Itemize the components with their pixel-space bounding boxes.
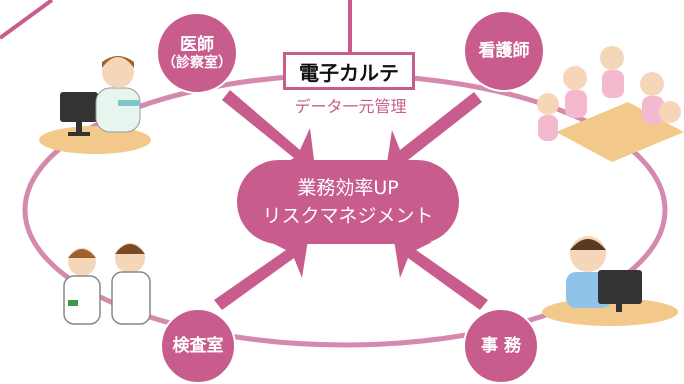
node-nurse: 看護師 (463, 10, 545, 92)
node-lab: 検査室 (160, 308, 236, 384)
center-goal: 業務効率UP リスクマネジメント (237, 160, 459, 244)
office-illustration (542, 236, 678, 326)
nurses-illustration (537, 46, 684, 162)
arrow-lab-to-center (214, 240, 308, 310)
ekarte-box: 電子カルテ (283, 52, 415, 90)
ekarte-subtitle: データ一元管理 (294, 97, 407, 116)
connector-line-top-left (0, 0, 54, 40)
center-line-risk: リスクマネジメント (262, 205, 434, 227)
arrow-doctor-to-center (222, 90, 315, 168)
doctor-illustration (39, 56, 151, 154)
center-line-efficiency: 業務効率UP (297, 177, 399, 199)
arrow-office-to-center (394, 240, 488, 310)
node-lab-label: 検査室 (172, 336, 224, 356)
arrow-nurse-to-center (386, 92, 482, 170)
lab-illustration (63, 243, 151, 325)
node-nurse-label: 看護師 (478, 41, 530, 61)
node-office-label: 事 務 (481, 336, 521, 356)
node-doctor: 医師 （診察室） (156, 12, 238, 94)
diagram-graphics (0, 0, 684, 348)
node-doctor-title: 医師 (180, 35, 214, 55)
node-doctor-subtitle: （診察室） (162, 55, 232, 71)
node-office: 事 務 (463, 308, 539, 384)
ekarte-title: 電子カルテ (299, 60, 399, 85)
